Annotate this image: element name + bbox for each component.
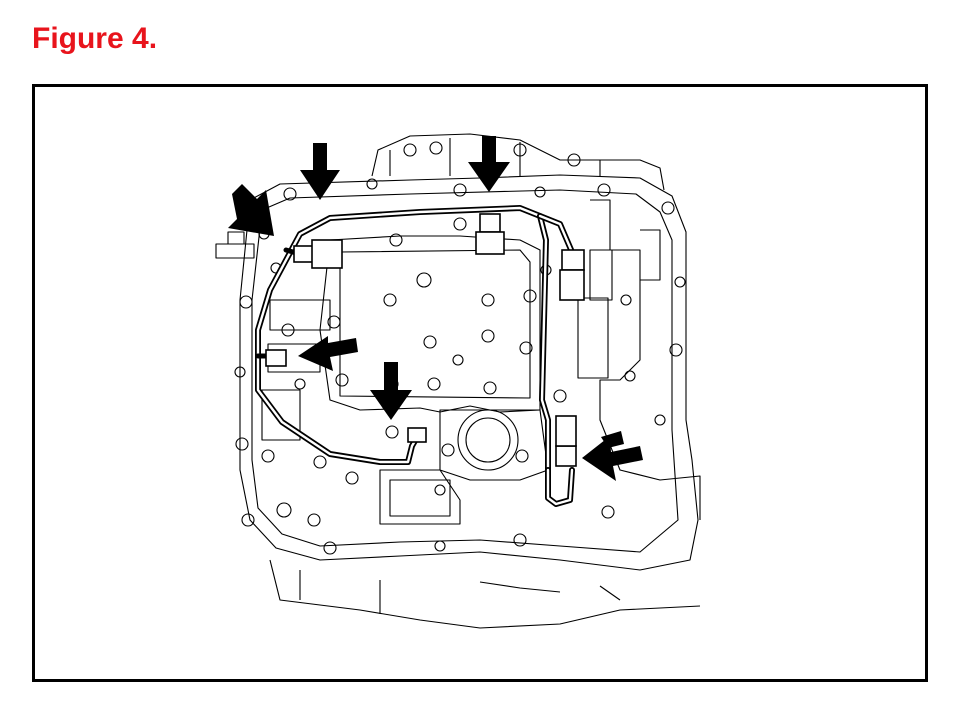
figure-title: Figure 4. [32, 22, 158, 55]
valve-body-plate [319, 235, 541, 413]
connector-lower-center [407, 427, 427, 443]
connector-left-upper [293, 245, 315, 263]
gasket-inner [251, 189, 679, 553]
case-outline [239, 174, 699, 571]
arrow-4 [298, 336, 358, 371]
filter-housing-inner [465, 417, 511, 463]
arrow-6 [582, 436, 643, 481]
indicator-arrows [228, 136, 643, 481]
bolt-heads [234, 141, 686, 555]
left-stub [215, 243, 255, 259]
connector-top [479, 213, 501, 233]
connector-left-middle [265, 349, 287, 367]
lower-housing [269, 559, 701, 629]
arrow-2 [468, 136, 510, 192]
arrow-7 [601, 431, 624, 448]
valve-body-inner [339, 249, 531, 399]
connectors [265, 213, 585, 467]
right-solenoid-body [577, 297, 609, 379]
filter-housing-outer [457, 409, 519, 471]
right-housing [590, 199, 701, 520]
lower-left-bracket [379, 469, 461, 525]
wiring-harness [255, 205, 575, 507]
arrow-5 [370, 362, 412, 420]
upper-ribs [389, 138, 601, 176]
arrow-3 [228, 184, 274, 236]
connector-right-lower [555, 445, 577, 467]
connector-right-upper [561, 249, 585, 271]
upper-housing [371, 133, 665, 191]
arrow-1 [300, 143, 340, 200]
left-accumulator [269, 299, 331, 331]
